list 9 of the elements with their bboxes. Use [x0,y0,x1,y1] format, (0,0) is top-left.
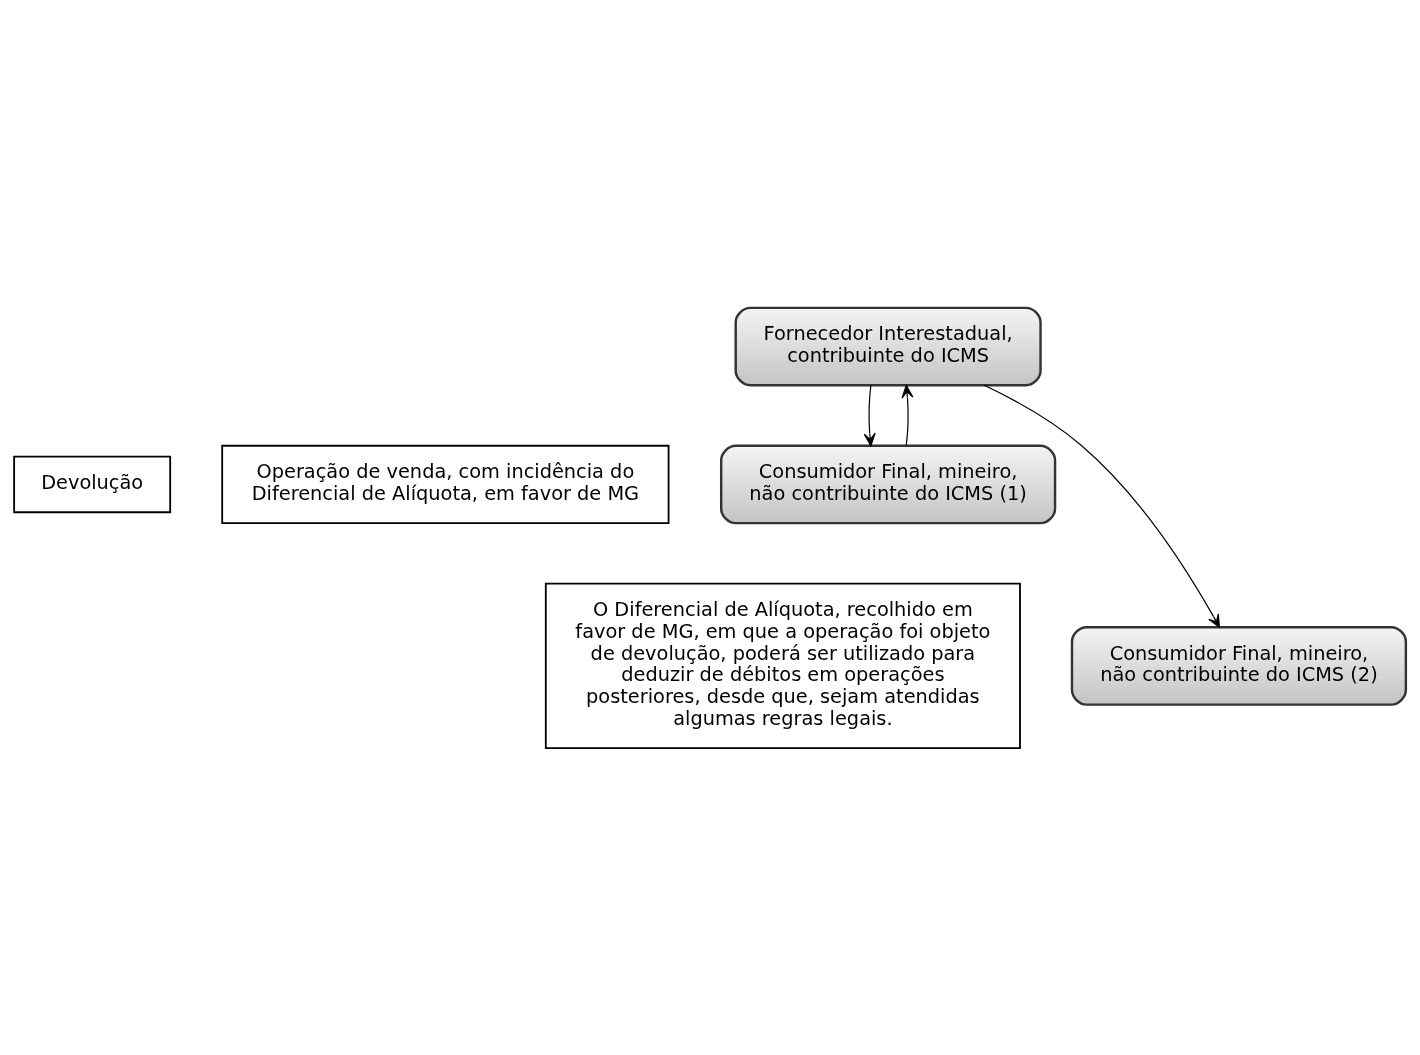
node-box: Devolução [13,455,172,513]
node-box: Operação de venda, com incidência do Diferencial de Alíquota, em favor de MG [221,444,670,524]
arrow [983,384,1221,628]
node-box: Consumidor Final, mineiro, não contribuinte do ICMS (1) [720,444,1057,524]
node-box: Consumidor Final, mineiro, não contribuinte do ICMS (2) [1070,625,1408,706]
arrow [863,384,876,446]
node-box: O Diferencial de Alíquota, recolhido em favor de MG, em que a operação foi objeto de devolução, poderá ser utilizado para deduzir de débitos em operações posteriores, desde que, sejam atendidas algumas regras legais. [544,582,1021,749]
node-box: Fornecedor Interestadual, contribuinte do ICMS [734,306,1042,386]
arrow [901,384,914,446]
